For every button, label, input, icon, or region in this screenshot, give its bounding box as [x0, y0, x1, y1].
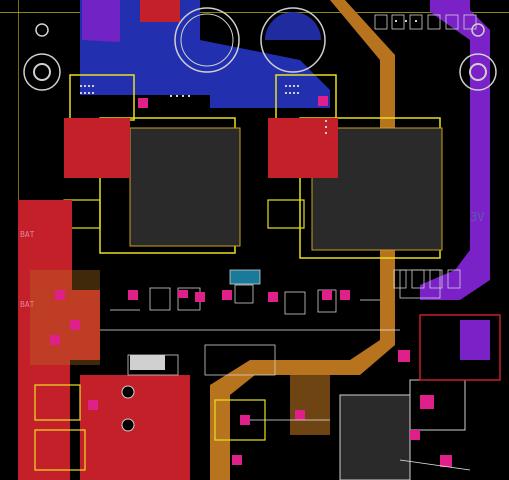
board-edge-top — [0, 12, 509, 13]
magenta-pads — [50, 96, 452, 467]
net-label-bat-b: BAT — [20, 300, 35, 309]
inner-purple-trace — [420, 0, 490, 300]
capacitor-c1 — [174, 7, 240, 73]
silkscreen-lines — [100, 299, 471, 471]
top-copper-block — [140, 0, 180, 22]
ic-u1 — [339, 394, 411, 480]
inner-orange-trace — [210, 0, 395, 480]
net-label-bat-a: BAT — [20, 230, 35, 239]
net-label-3v: 3V — [470, 210, 485, 224]
vias — [80, 20, 417, 134]
mount-hole-right — [459, 53, 497, 91]
mount-hole-left — [23, 53, 61, 91]
bottom-red-pour — [80, 375, 190, 480]
inductor-l1-pad — [129, 127, 241, 247]
top-right-parts — [374, 14, 477, 289]
bottom-copper-pour — [80, 0, 330, 108]
capacitor-c2 — [260, 7, 326, 73]
